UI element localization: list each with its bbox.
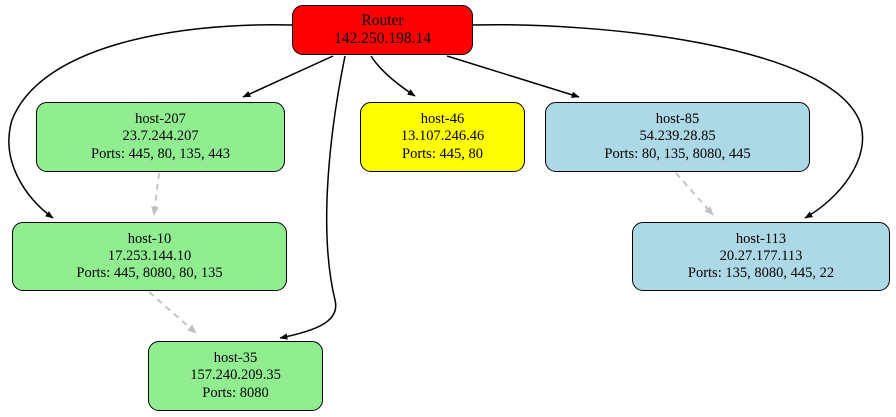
node-host-10-ports: Ports: 445, 8080, 80, 135 <box>76 265 223 282</box>
node-host-113-name: host-113 <box>735 230 787 247</box>
node-router[interactable]: Router 142.250.198.14 <box>292 5 473 55</box>
node-host-85-name: host-85 <box>655 111 700 128</box>
node-host-10-ip: 17.253.144.10 <box>107 247 192 264</box>
node-host-10[interactable]: host-10 17.253.144.10 Ports: 445, 8080, … <box>12 222 287 291</box>
edge-router-to-host-46 <box>370 55 416 97</box>
edge-host-10-to-host-35 <box>148 291 197 334</box>
node-host-46-name: host-46 <box>420 111 465 128</box>
node-router-ip: 142.250.198.14 <box>334 30 431 47</box>
edge-host-207-to-host-10 <box>151 172 160 216</box>
node-host-85-ip: 54.239.28.85 <box>639 128 716 145</box>
node-router-name: Router <box>361 11 404 29</box>
edge-router-to-host-35 <box>279 55 346 340</box>
node-host-113-ip: 20.27.177.113 <box>719 247 803 264</box>
edge-host-85-to-host-113 <box>675 172 714 216</box>
edge-router-to-host-10 <box>8 24 293 219</box>
node-host-35-ports: Ports: 8080 <box>202 384 269 401</box>
node-host-207-ports: Ports: 445, 80, 135, 443 <box>91 145 230 162</box>
node-host-207-name: host-207 <box>135 111 186 128</box>
edge-router-to-host-85 <box>446 55 580 98</box>
node-host-46[interactable]: host-46 13.107.246.46 Ports: 445, 80 <box>360 102 525 172</box>
node-host-46-ports: Ports: 445, 80 <box>402 145 483 162</box>
node-host-207[interactable]: host-207 23.7.244.207 Ports: 445, 80, 13… <box>36 102 285 172</box>
edge-router-to-host-207 <box>242 55 334 98</box>
node-host-113-ports: Ports: 135, 8080, 445, 22 <box>687 265 835 282</box>
node-host-35-ip: 157.240.209.35 <box>190 367 281 384</box>
node-host-85[interactable]: host-85 54.239.28.85 Ports: 80, 135, 808… <box>545 102 810 172</box>
node-host-46-ip: 13.107.246.46 <box>400 128 485 145</box>
node-host-113[interactable]: host-113 20.27.177.113 Ports: 135, 8080,… <box>632 222 890 291</box>
node-host-85-ports: Ports: 80, 135, 8080, 445 <box>604 145 751 162</box>
node-host-35-name: host-35 <box>213 350 258 367</box>
node-host-10-name: host-10 <box>127 230 172 247</box>
edge-router-to-host-113 <box>472 24 864 219</box>
node-host-207-ip: 23.7.244.207 <box>122 128 199 145</box>
node-host-35[interactable]: host-35 157.240.209.35 Ports: 8080 <box>148 341 323 411</box>
